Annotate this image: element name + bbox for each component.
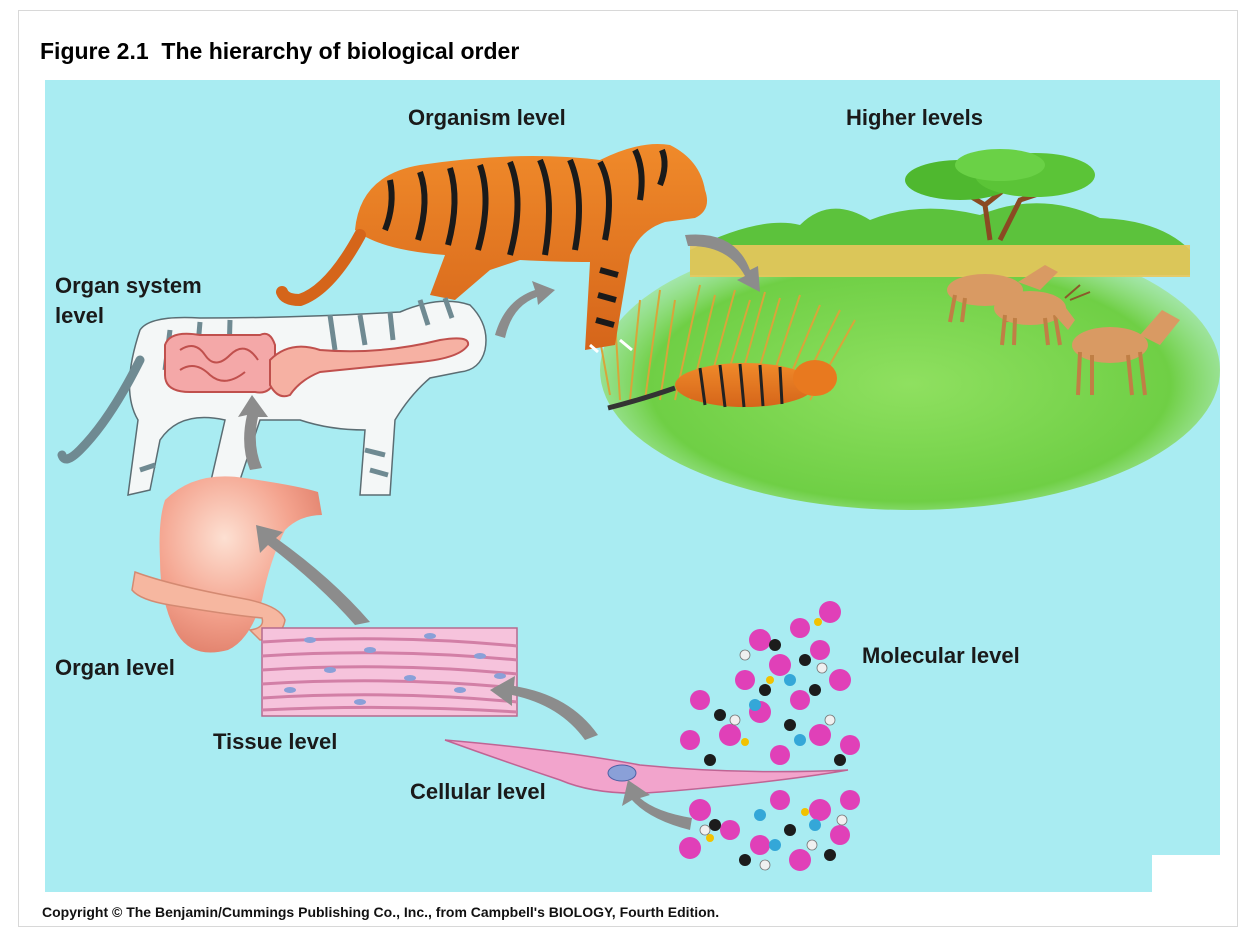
organ-level-label: Organ level bbox=[55, 654, 175, 681]
dry-grass-band bbox=[690, 245, 1190, 277]
copyright-notice: Copyright © The Benjamin/Cummings Publis… bbox=[42, 904, 719, 920]
organism-level-label: Organism level bbox=[408, 104, 566, 131]
higher-levels-label: Higher levels bbox=[846, 104, 983, 131]
organ-system-label-line1: Organ system bbox=[55, 272, 202, 299]
arrow-system-to-organism bbox=[495, 281, 555, 338]
muscle-tissue bbox=[262, 628, 517, 716]
tissue-level-label: Tissue level bbox=[213, 728, 337, 755]
cellular-level-label: Cellular level bbox=[410, 778, 546, 805]
organ-system-label-line2: level bbox=[55, 302, 104, 329]
molecular-level-label: Molecular level bbox=[862, 642, 1020, 669]
tiger-outline-body bbox=[128, 301, 486, 495]
dna-molecule bbox=[679, 601, 860, 871]
tiger-organ-system bbox=[62, 298, 486, 495]
tiger-tail bbox=[282, 235, 360, 300]
tiger-outline-tail bbox=[62, 360, 140, 459]
